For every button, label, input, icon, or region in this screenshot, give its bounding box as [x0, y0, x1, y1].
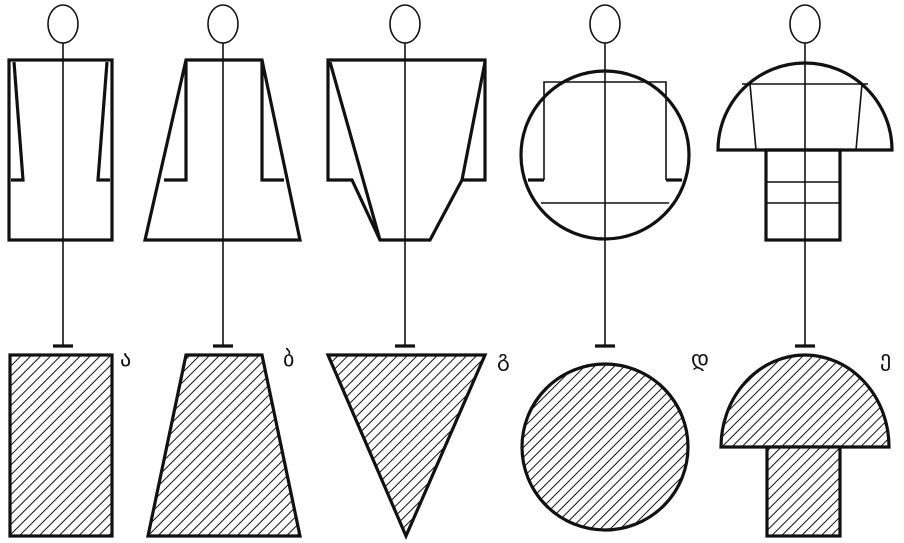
figure-head	[390, 5, 420, 43]
figure-e: ე	[718, 5, 892, 536]
fashion-figure-d	[521, 5, 689, 346]
fashion-figure-b	[145, 5, 300, 346]
figure-label: გ	[497, 347, 510, 372]
garment-left-seam	[11, 62, 23, 180]
garment-skirt-outline	[766, 150, 840, 240]
figure-head	[208, 5, 238, 43]
figure-label: დ	[691, 347, 709, 372]
figure-g: გ	[328, 5, 510, 536]
figure-head	[790, 5, 820, 43]
garment-outline	[9, 60, 112, 240]
hatched-shape-half-circle	[721, 355, 889, 447]
hatched-shape-trapezoid	[148, 355, 300, 536]
figure-head	[48, 5, 78, 43]
figure-b: ბ	[145, 5, 300, 536]
fashion-figure-a	[9, 5, 112, 346]
garment-left-seam	[330, 62, 380, 240]
fashion-figure-g	[328, 5, 485, 346]
cape-left-seam	[750, 84, 756, 150]
garment-right-seam	[462, 62, 485, 180]
figure-head	[590, 5, 620, 43]
hatched-shape-triangle	[328, 355, 485, 536]
cape-right-seam	[856, 84, 862, 150]
hatched-shape-stem	[767, 447, 840, 536]
garment-right-seam	[98, 62, 110, 180]
figure-label: ბ	[283, 347, 294, 372]
figure-d: დ	[521, 5, 709, 530]
garment-outline	[328, 60, 485, 240]
hatched-shape-circle	[522, 364, 688, 530]
fashion-figure-e	[718, 5, 892, 346]
figure-label: ა	[120, 347, 131, 372]
figure-a: ა	[9, 5, 131, 536]
hatched-shape-rectangle	[10, 355, 112, 536]
figure-label: ე	[880, 347, 891, 372]
